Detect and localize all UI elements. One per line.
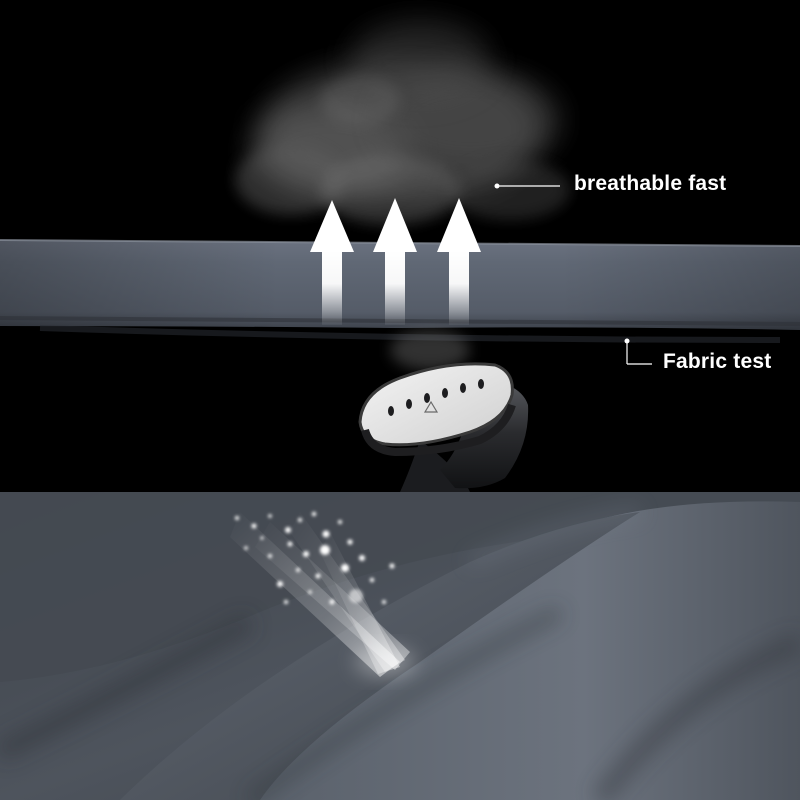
garment-steamer	[358, 362, 529, 492]
fabric-test-illustration	[0, 20, 800, 492]
fabric-test-panel: breathable fast Fabric test	[0, 20, 800, 492]
folded-fabric-illustration	[0, 492, 800, 800]
up-arrows	[310, 198, 481, 325]
breathable-fast-label: breathable fast	[574, 172, 727, 195]
water-resistance-panel	[0, 492, 800, 800]
steam-cloud	[235, 20, 570, 225]
up-arrow-icon	[437, 198, 481, 325]
steam-holes	[388, 379, 484, 416]
up-arrow-icon	[310, 200, 354, 325]
steam-under-strip	[390, 330, 470, 370]
fabric-test-label: Fabric test	[663, 350, 772, 373]
water-spray	[230, 512, 415, 677]
water-droplets	[235, 511, 395, 605]
callout-leader-lines	[494, 183, 652, 365]
up-arrow-icon	[373, 198, 417, 325]
